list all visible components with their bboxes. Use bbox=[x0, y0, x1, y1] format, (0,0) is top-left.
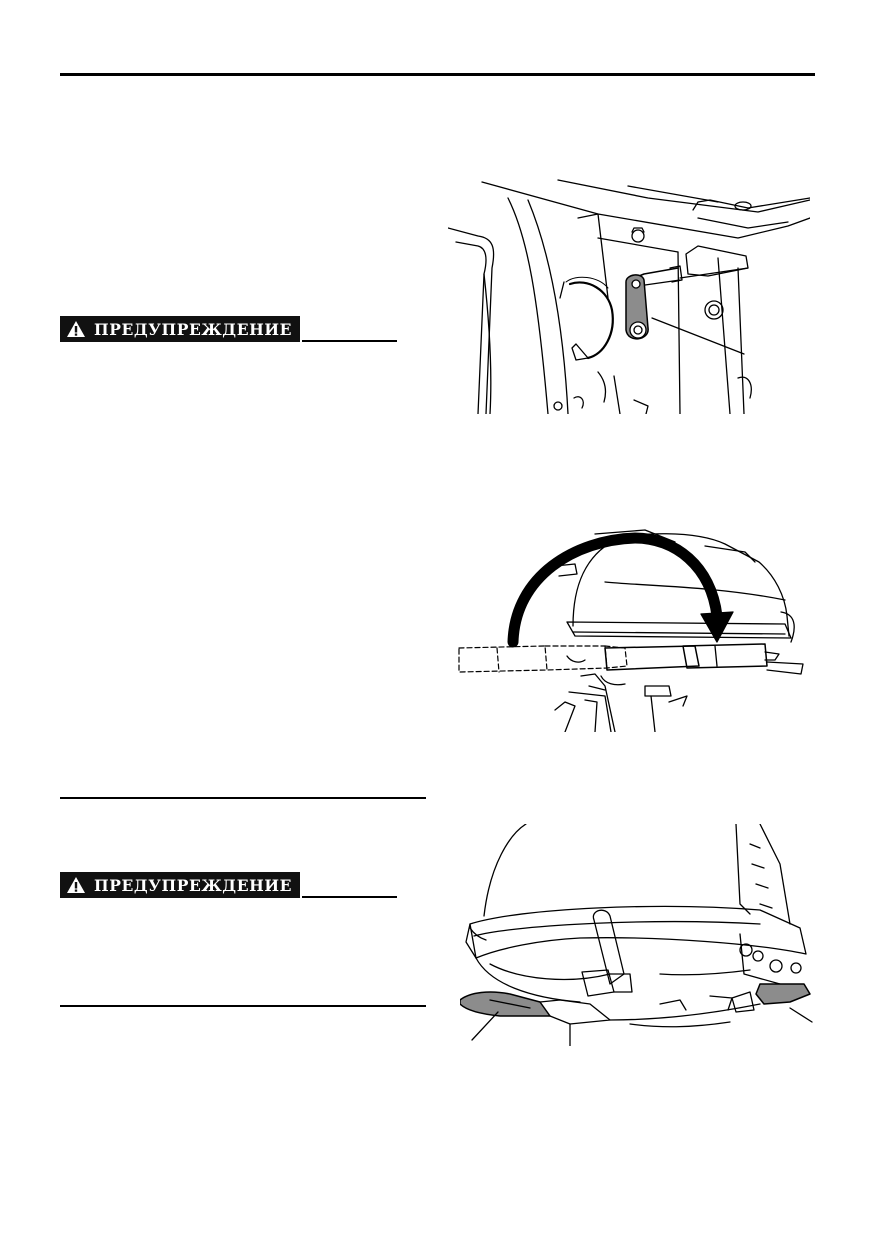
warning-trail-line bbox=[302, 340, 398, 342]
header-rule bbox=[60, 73, 815, 76]
warning-label: ПРЕДУПРЕЖДЕНИЕ bbox=[94, 319, 293, 339]
warning-box-2: ПРЕДУПРЕЖДЕНИЕ bbox=[60, 872, 398, 898]
cowling-and-tiller-underside-illustration bbox=[460, 824, 816, 1046]
warning-badge: ПРЕДУПРЕЖДЕНИЕ bbox=[60, 316, 301, 342]
warning-trail-line bbox=[302, 896, 398, 898]
warning-badge: ПРЕДУПРЕЖДЕНИЕ bbox=[60, 872, 301, 898]
section-rule-2 bbox=[60, 1005, 426, 1007]
warning-triangle-icon bbox=[67, 321, 85, 337]
warning-triangle-icon bbox=[67, 877, 85, 893]
warning-box-1: ПРЕДУПРЕЖДЕНИЕ bbox=[60, 316, 398, 342]
warning-label: ПРЕДУПРЕЖДЕНИЕ bbox=[94, 875, 293, 895]
steering-friction-lever-illustration bbox=[448, 178, 810, 414]
section-rule-1 bbox=[60, 797, 426, 799]
tiller-handle-rotation-illustration bbox=[455, 526, 807, 732]
